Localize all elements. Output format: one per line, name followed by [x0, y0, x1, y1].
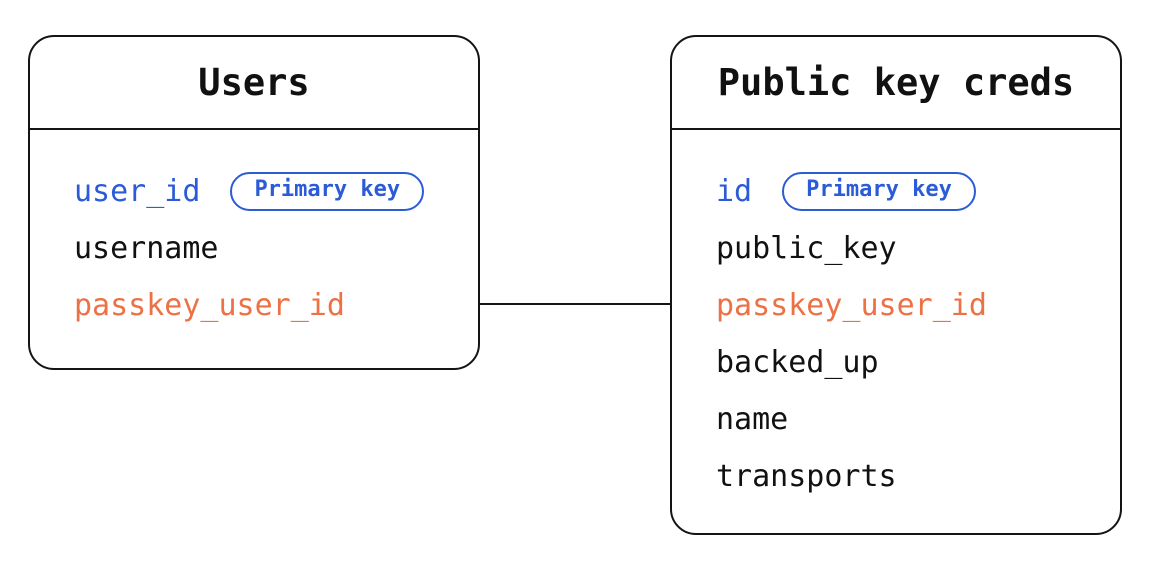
field-row: transports — [716, 448, 1104, 505]
table-public-key-creds: Public key creds id Primary key public_key… — [670, 35, 1122, 535]
field-row: user_id Primary key — [74, 163, 462, 220]
table-public-key-creds-title: Public key creds — [672, 37, 1120, 130]
table-users-fields: user_id Primary key username passkey_user_i… — [30, 130, 478, 334]
field-row: id Primary key — [716, 163, 1104, 220]
field-row: public_key — [716, 220, 1104, 277]
field-name: passkey_user_id — [74, 288, 345, 323]
field-row: name — [716, 391, 1104, 448]
primary-key-badge: Primary key — [230, 172, 425, 211]
field-row: passkey_user_id — [74, 277, 462, 334]
field-row: username — [74, 220, 462, 277]
field-name: backed_up — [716, 345, 879, 380]
primary-key-badge: Primary key — [782, 172, 976, 211]
field-name: passkey_user_id — [716, 288, 987, 323]
field-name: user_id — [74, 174, 201, 209]
field-name: public_key — [716, 231, 897, 266]
field-row: backed_up — [716, 334, 1104, 391]
relationship-line — [480, 303, 670, 305]
field-name: id — [716, 174, 753, 209]
table-users: Users user_id Primary key username passkey_… — [28, 35, 480, 370]
field-name: transports — [716, 459, 897, 494]
field-name: name — [716, 402, 789, 437]
table-users-title: Users — [30, 37, 478, 130]
field-row: passkey_user_id — [716, 277, 1104, 334]
field-name: username — [74, 231, 219, 266]
